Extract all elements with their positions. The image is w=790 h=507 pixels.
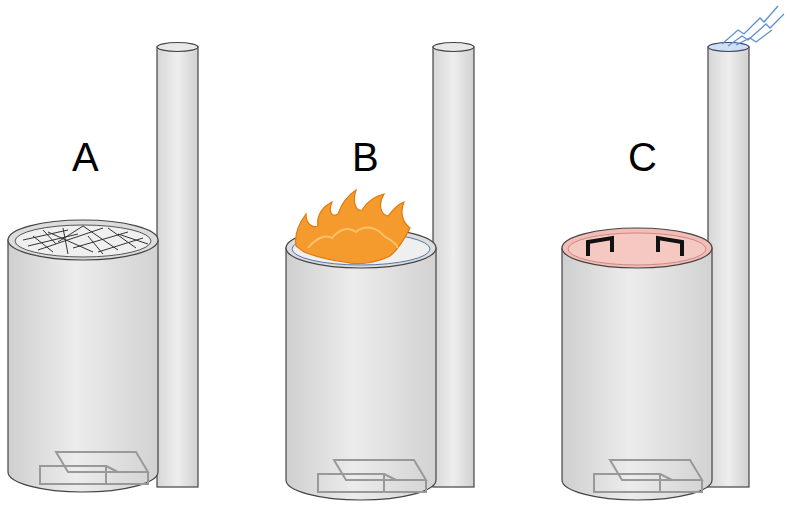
pot-supports (588, 238, 682, 256)
stove-c (562, 6, 784, 500)
stove-b (286, 43, 474, 501)
stove-letter: B (352, 137, 379, 177)
smoke-wisps (722, 6, 784, 46)
stove-a (8, 43, 198, 493)
stove-letter: A (72, 137, 99, 177)
twigs (23, 226, 148, 254)
stove-letter: C (628, 137, 657, 177)
flames (296, 190, 410, 264)
